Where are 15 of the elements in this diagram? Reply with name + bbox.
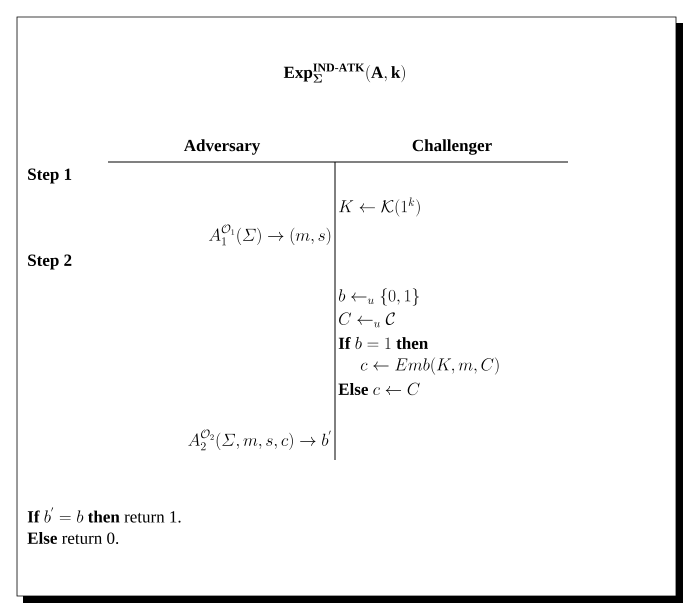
- formula-line: $A_1^{\mathcal{O}_1}(\varSigma) \rightarrow (m,s)$: [208, 224, 330, 246]
- formula-line: $b \leftarrow_u \{0,1\}$: [338, 288, 419, 306]
- step-label: Step 2: [28, 254, 72, 270]
- step-label: Step 1: [28, 168, 72, 184]
- column-heading: Challenger: [412, 139, 492, 155]
- title: $\mathbf{Exp}_{\boldsymbol{\Sigma}}^{\mathbf{IND\text{-}ATK}}(\mathbf{A},\mathbf{k})$: [284, 64, 405, 82]
- formula-line: $K \leftarrow \mathcal{K}(1^k)$: [339, 198, 420, 216]
- result-line: $\textbf{If } b^{'}=b \textbf{ then} \text{ return 1.}$: [28, 507, 181, 523]
- formula-line: $C \leftarrow_u \mathcal{C}$: [339, 312, 395, 328]
- result-line: $\textbf{Else} \text{ return 0.}$: [28, 532, 118, 544]
- formula-line: $\textbf{If } b=1 \textbf{ then}$: [338, 336, 428, 350]
- formula-line: $A_2^{\mathcal{O}_2}(\varSigma,m,s,c) \rightarrow b^{'}$: [188, 430, 331, 450]
- formula-line: $\textbf{Else } c \leftarrow C$: [338, 382, 420, 396]
- column-heading: Adversary: [184, 139, 260, 155]
- formula-line: $c \leftarrow Emb(K,m,C)$: [360, 357, 499, 375]
